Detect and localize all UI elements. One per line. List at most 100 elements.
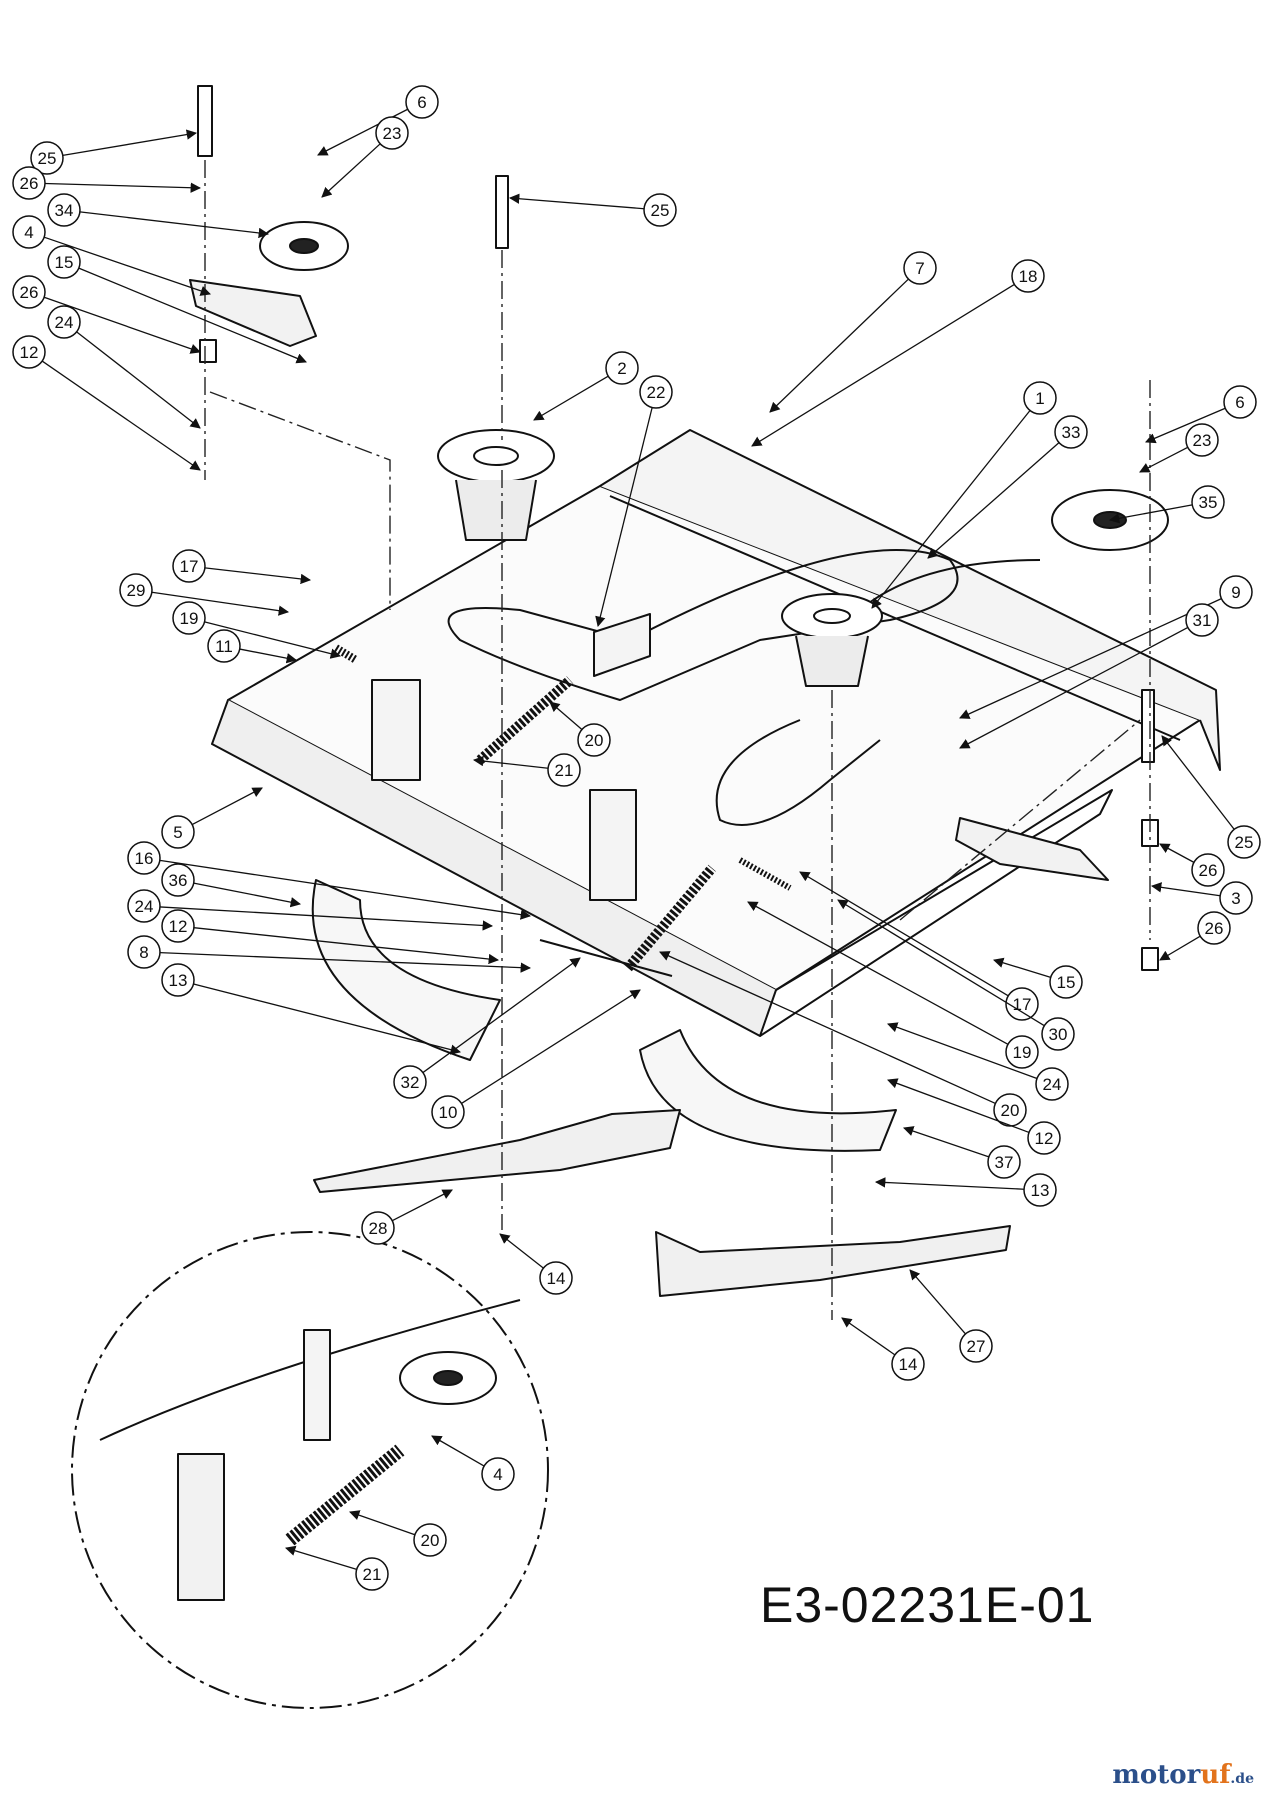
callout-1: 1: [871, 381, 1057, 609]
callout-circle: [393, 1065, 427, 1099]
callout-circle: [127, 935, 161, 969]
callout-leader: [549, 701, 583, 731]
callout-circle: [1005, 987, 1039, 1021]
callout-30: 30: [837, 899, 1075, 1051]
callout-number: 6: [417, 93, 426, 112]
callout-circle: [47, 193, 81, 227]
callout-number: 25: [651, 201, 670, 220]
callout-circle: [1041, 1017, 1075, 1051]
callout-number: 28: [369, 1219, 388, 1238]
callout-number: 20: [1001, 1101, 1020, 1120]
callout-leader: [837, 899, 1045, 1027]
callout-leader: [909, 1269, 966, 1335]
callout-number: 10: [439, 1103, 458, 1122]
callout-circle: [959, 1329, 993, 1363]
callout-33: 33: [927, 415, 1088, 559]
callout-28: 28: [361, 1189, 453, 1245]
callout-circle: [643, 193, 677, 227]
callout-leader: [472, 755, 549, 769]
callout-6: 6: [317, 85, 439, 156]
callout-15: 15: [993, 957, 1083, 999]
callout-leader: [204, 567, 312, 585]
callout-10: 10: [431, 989, 641, 1129]
callout-21: 21: [285, 1545, 389, 1591]
callout-circle: [361, 1211, 395, 1245]
callout-26: 26: [1159, 911, 1231, 961]
callout-number: 32: [401, 1073, 420, 1092]
callout-leader: [391, 1189, 453, 1222]
callout-leader: [927, 442, 1060, 559]
callout-leader: [595, 407, 653, 628]
callout-leader: [1159, 843, 1195, 863]
callout-number: 24: [55, 313, 74, 332]
callout-14: 14: [499, 1233, 573, 1295]
callout-number: 14: [547, 1269, 566, 1288]
callout-leader: [349, 1510, 416, 1536]
watermark-part3: .de: [1230, 1771, 1254, 1787]
callout-leader: [903, 1126, 990, 1158]
callout-6: 6: [1145, 385, 1257, 444]
callout-circle: [1023, 381, 1057, 415]
callout-number: 12: [20, 343, 39, 362]
callout-circle: [172, 601, 206, 635]
callout-leader: [204, 621, 342, 659]
callout-number: 21: [363, 1565, 382, 1584]
callout-number: 8: [139, 943, 148, 962]
callout-leader: [44, 182, 202, 193]
callout-leader: [959, 598, 1222, 719]
callout-7: 7: [769, 251, 937, 413]
callout-circle: [12, 335, 46, 369]
callout-17: 17: [172, 549, 312, 585]
callout-number: 7: [915, 259, 924, 278]
callout-32: 32: [393, 957, 581, 1099]
callout-leader: [321, 143, 381, 198]
callout-leader: [871, 410, 1031, 609]
callout-number: 27: [967, 1337, 986, 1356]
callout-leader: [769, 278, 909, 413]
callout-number: 17: [1013, 995, 1032, 1014]
callout-24: 24: [47, 305, 201, 429]
callout-leader: [193, 927, 500, 965]
callout-circle: [47, 305, 81, 339]
callout-circle: [30, 141, 64, 175]
callout-circle: [1197, 911, 1231, 945]
callout-number: 13: [169, 971, 188, 990]
callout-circle: [12, 166, 46, 200]
callout-number: 30: [1049, 1025, 1068, 1044]
callout-leader: [41, 360, 201, 471]
callout-leader: [993, 957, 1051, 978]
callout-circle: [1027, 1121, 1061, 1155]
callout-leader: [1108, 504, 1193, 524]
callout-4: 4: [12, 215, 211, 296]
callout-leader: [799, 871, 1009, 997]
callout-circle: [1191, 853, 1225, 887]
callout-19: 19: [747, 901, 1039, 1069]
callout-circle: [605, 351, 639, 385]
callout-19: 19: [172, 601, 342, 659]
callout-circle: [12, 215, 46, 249]
callout-21: 21: [472, 753, 581, 787]
callout-leader: [151, 591, 290, 616]
callout-circle: [1049, 965, 1083, 999]
callout-circle: [1223, 385, 1257, 419]
callout-circle: [207, 629, 241, 663]
callout-circle: [355, 1557, 389, 1591]
callout-11: 11: [207, 629, 298, 664]
callout-circle: [1219, 881, 1253, 915]
callout-14: 14: [841, 1317, 925, 1381]
callout-leader: [508, 193, 645, 210]
callout-number: 1: [1035, 389, 1044, 408]
watermark-part1: motor: [1112, 1760, 1201, 1790]
callout-circle: [431, 1095, 465, 1129]
callout-25: 25: [1161, 735, 1261, 859]
callout-leader: [159, 859, 532, 920]
callout-number: 29: [127, 581, 146, 600]
callout-leader: [841, 1317, 896, 1356]
callout-number: 31: [1193, 611, 1212, 630]
callout-26: 26: [12, 275, 201, 354]
callout-12: 12: [161, 909, 500, 965]
callout-leader: [874, 1177, 1025, 1190]
callout-5: 5: [161, 787, 263, 849]
callout-leader: [959, 626, 1189, 749]
